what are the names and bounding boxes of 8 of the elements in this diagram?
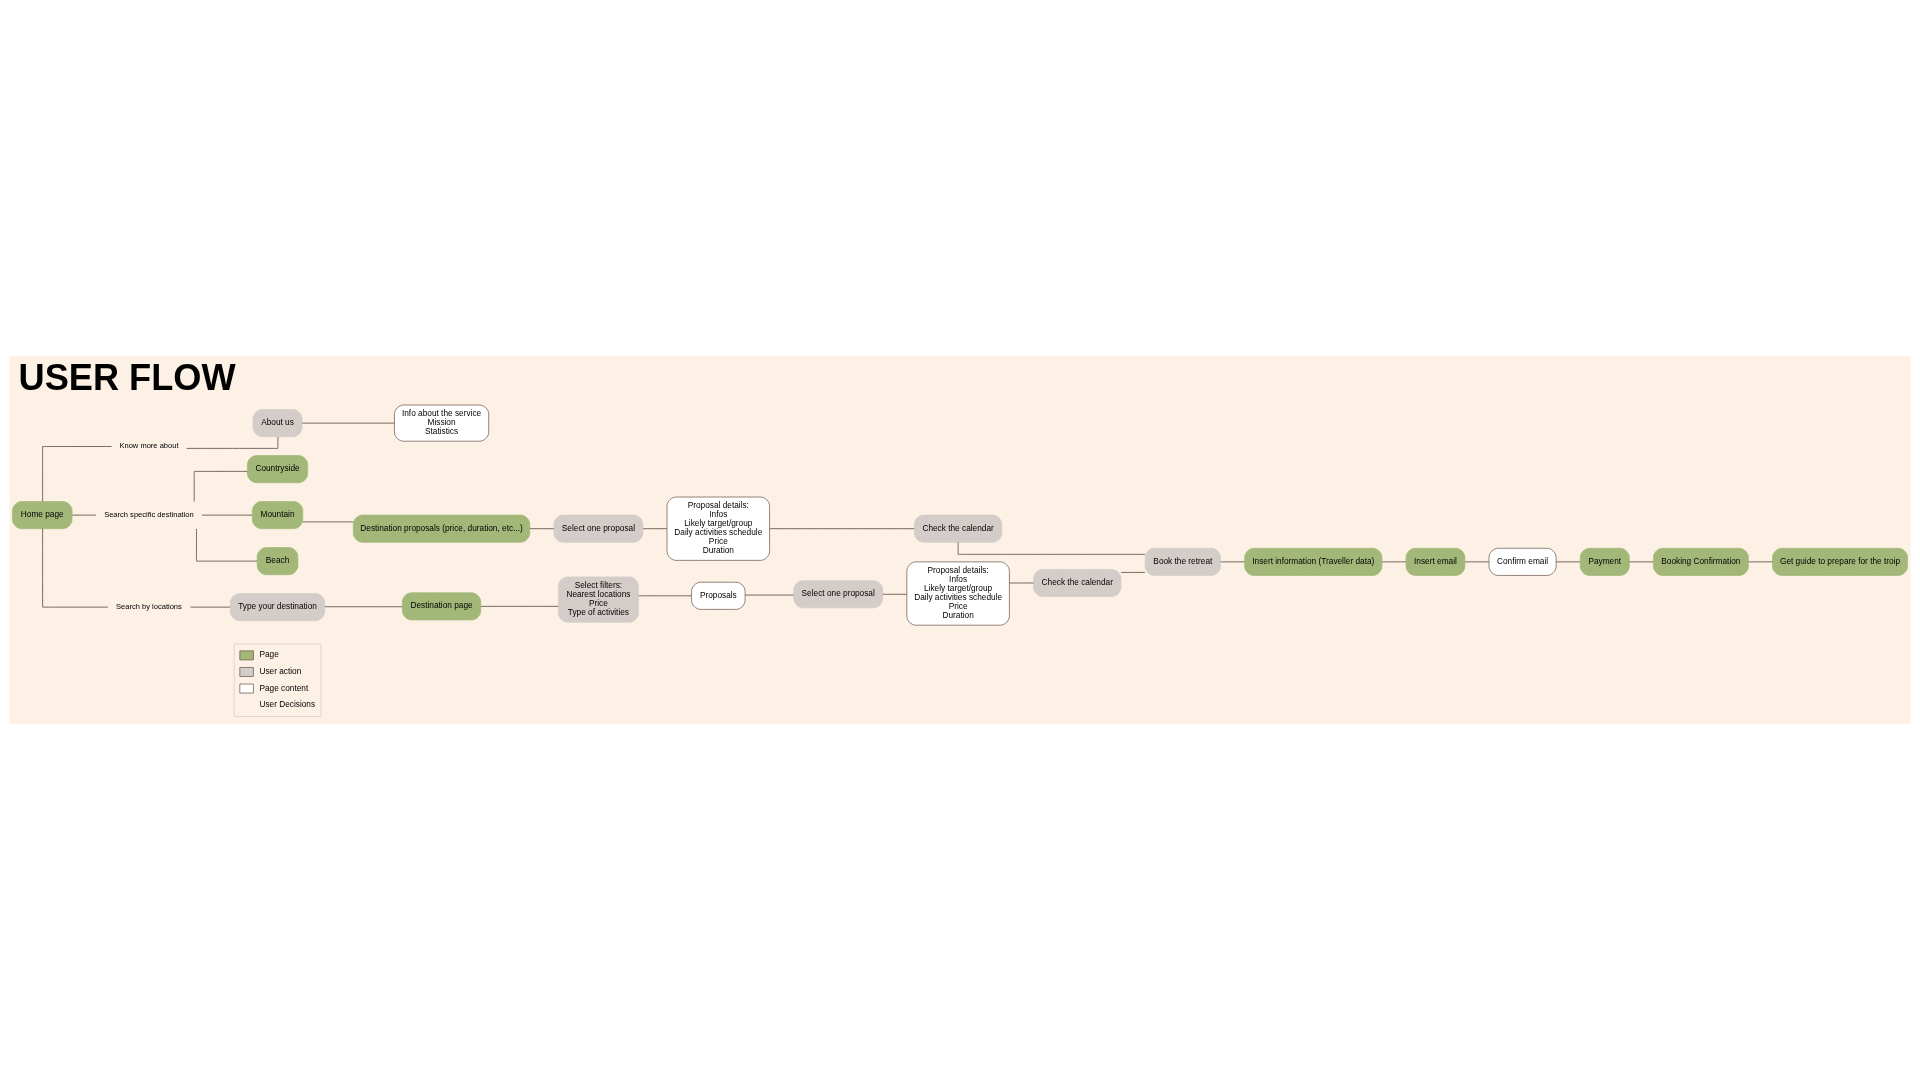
legend-label: Page (259, 649, 279, 660)
node-text: Search specific destination (104, 510, 194, 519)
legend-label: Page content (259, 682, 309, 693)
node-text: Search by locations (116, 602, 182, 611)
node-text: Know more about (119, 441, 179, 451)
diagram-title: USER FLOW (18, 357, 236, 399)
legend-label: User Decisions (259, 699, 316, 710)
legend-label: User action (259, 666, 302, 677)
